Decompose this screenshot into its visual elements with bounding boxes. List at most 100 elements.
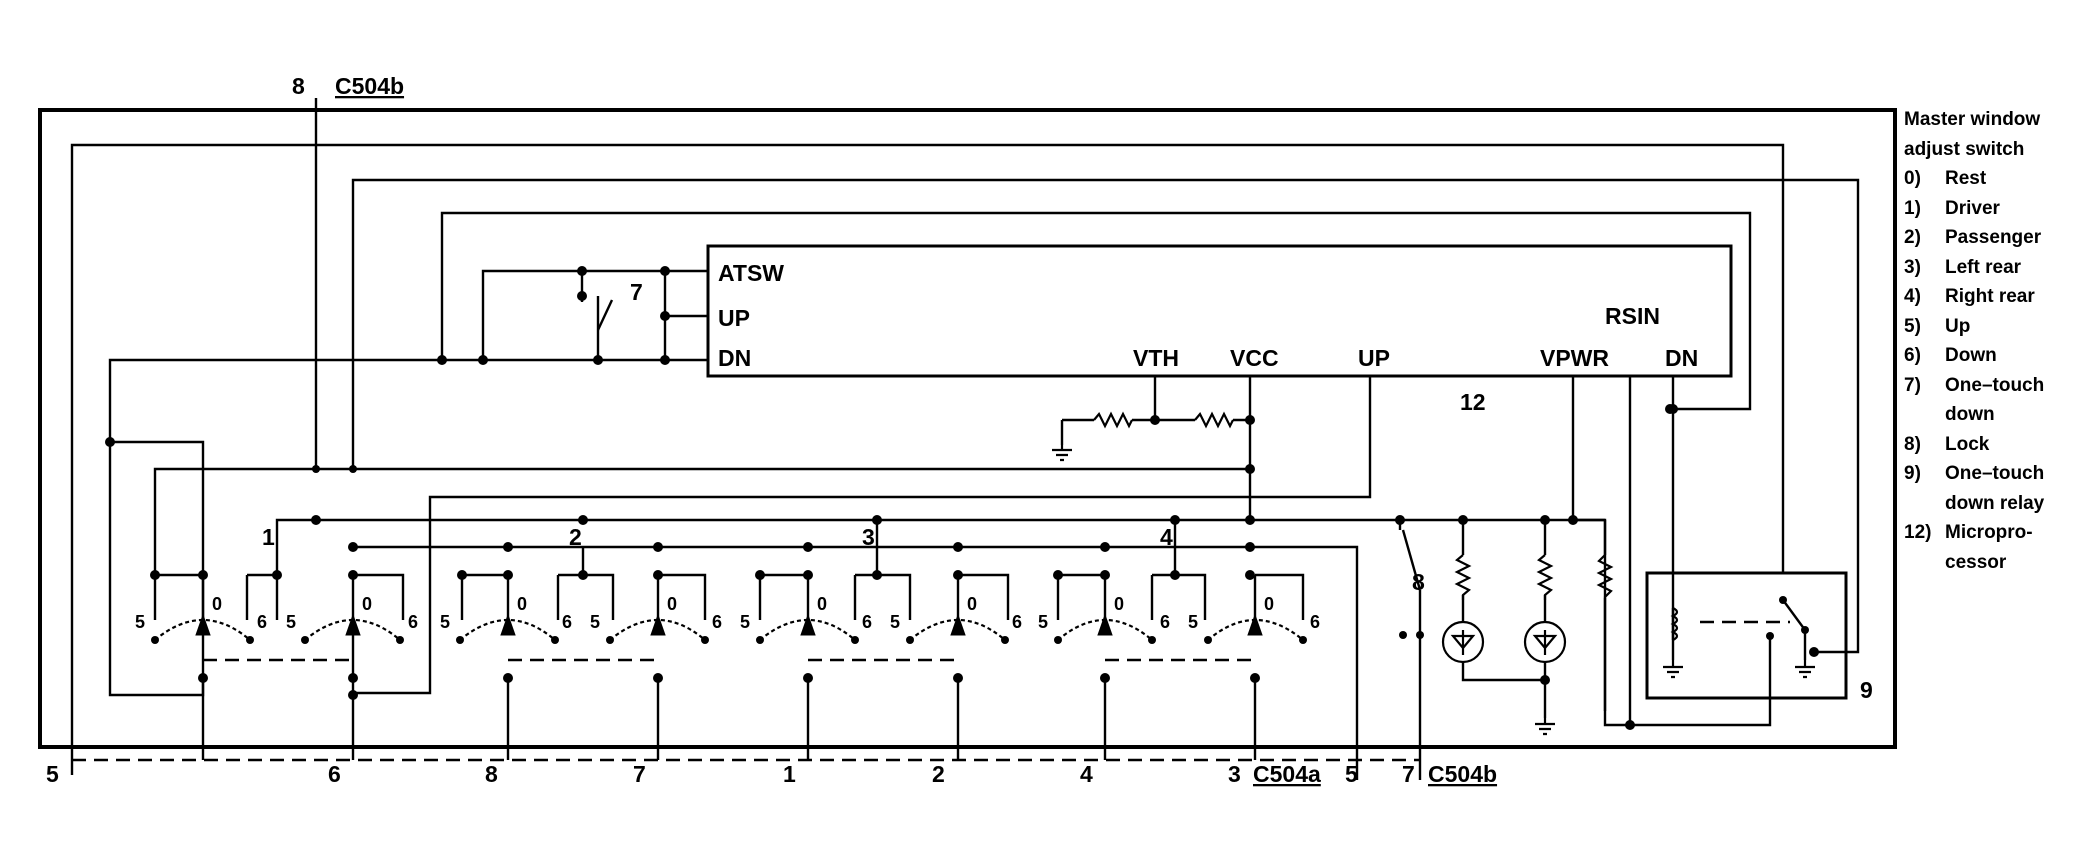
processor-number: 12 bbox=[1460, 389, 1486, 415]
legend-item: down relay bbox=[1904, 489, 2084, 519]
legend-item: 9) One–touch bbox=[1904, 459, 2084, 489]
switch-arcs bbox=[154, 619, 1304, 641]
switch-group-passenger bbox=[460, 573, 707, 760]
pos-down: 6 bbox=[1310, 612, 1320, 632]
bus-label-1: 1 bbox=[262, 524, 275, 550]
relay-box bbox=[1645, 571, 1848, 700]
pos-up: 5 bbox=[1038, 612, 1048, 632]
pin-atsw: ATSW bbox=[718, 260, 784, 286]
pos-rest: 0 bbox=[967, 594, 977, 614]
legend-num: 2) bbox=[1904, 227, 1921, 248]
pos-rest: 0 bbox=[817, 594, 827, 614]
legend-item: down bbox=[1904, 400, 2084, 430]
pos-rest: 0 bbox=[517, 594, 527, 614]
bottom-pin: 7 bbox=[633, 761, 646, 787]
led-1 bbox=[1441, 620, 1485, 664]
indicator-leds bbox=[1441, 620, 1567, 664]
legend-item: 2) Passenger bbox=[1904, 223, 2084, 253]
wires bbox=[38, 98, 1897, 780]
pos-down: 6 bbox=[1160, 612, 1170, 632]
switch-wipers bbox=[195, 613, 1263, 636]
pos-up: 5 bbox=[286, 612, 296, 632]
legend-item: 5)Up bbox=[1904, 312, 2084, 342]
legend-label: Right rear bbox=[1945, 286, 2035, 307]
bottom-pin: 8 bbox=[485, 761, 498, 787]
legend-num: 1) bbox=[1904, 197, 1921, 219]
bottom-connector-c504b: C504b bbox=[1428, 761, 1497, 787]
bottom-pin: 1 bbox=[783, 761, 796, 787]
pos-up: 5 bbox=[590, 612, 600, 632]
legend-label: Lock bbox=[1945, 433, 1990, 455]
legend-num: 8) bbox=[1904, 433, 1921, 455]
legend-num bbox=[1904, 548, 1945, 578]
legend-title-line2: adjust switch bbox=[1904, 138, 2025, 160]
legend-label: Left rear bbox=[1945, 256, 2022, 278]
legend-label: Rest bbox=[1945, 168, 1987, 189]
legend-num: 0) bbox=[1904, 168, 1921, 189]
legend-num: 5) bbox=[1904, 315, 1921, 337]
bottom-pin: 2 bbox=[932, 761, 945, 787]
pin-vpwr: VPWR bbox=[1540, 345, 1609, 371]
legend-label: Driver bbox=[1945, 197, 2000, 219]
legend: Master window adjust switch 0) Rest 1) Dri… bbox=[1904, 105, 2084, 577]
pin-dn-right: DN bbox=[1665, 345, 1698, 371]
legend-num: 4) bbox=[1904, 286, 1921, 307]
legend-title-line1: Master window bbox=[1904, 109, 2041, 130]
pin-up-left: UP bbox=[718, 305, 750, 331]
legend-num: 7) bbox=[1904, 374, 1921, 396]
pos-up: 5 bbox=[135, 612, 145, 632]
legend-num: 6) bbox=[1904, 345, 1921, 366]
pos-rest: 0 bbox=[212, 594, 222, 614]
pin-vcc: VCC bbox=[1230, 345, 1279, 371]
switch-housing bbox=[38, 108, 1897, 749]
pos-down: 6 bbox=[562, 612, 572, 632]
legend-item: 0) Rest bbox=[1904, 164, 2084, 194]
bottom-pin-labels: 5 6 8 7 1 2 4 3 5 7 C504a C504b bbox=[46, 761, 1497, 787]
switch-group-right-rear bbox=[1056, 573, 1305, 760]
top-connector-pin: 8 bbox=[292, 73, 305, 99]
legend-label: Passenger bbox=[1945, 227, 2042, 248]
legend-label: Micropro- bbox=[1945, 522, 2033, 543]
bus-label-4: 4 bbox=[1160, 524, 1173, 550]
bottom-pin: 6 bbox=[328, 761, 341, 787]
legend-label: down relay bbox=[1945, 492, 2045, 514]
resistors bbox=[1093, 411, 1679, 641]
pos-down: 6 bbox=[1012, 612, 1022, 632]
pos-rest: 0 bbox=[667, 594, 677, 614]
bottom-pin: 3 bbox=[1228, 761, 1241, 787]
pos-rest: 0 bbox=[362, 594, 372, 614]
legend-label: cessor bbox=[1945, 551, 2007, 573]
legend-num: 9) bbox=[1904, 463, 1921, 484]
bus-label-3: 3 bbox=[862, 524, 875, 550]
relay-label: 9 bbox=[1860, 677, 1873, 703]
legend-item: 1) Driver bbox=[1904, 194, 2084, 224]
pos-down: 6 bbox=[862, 612, 872, 632]
legend-item: 12) Micropro- bbox=[1904, 518, 2084, 548]
top-connector-name: C504b bbox=[335, 73, 404, 99]
pos-up: 5 bbox=[440, 612, 450, 632]
junction-dots bbox=[105, 266, 1819, 730]
pos-up: 5 bbox=[1188, 612, 1198, 632]
legend-num: 12) bbox=[1904, 522, 1932, 543]
pos-up: 5 bbox=[890, 612, 900, 632]
bottom-connector-c504a: C504a bbox=[1253, 761, 1321, 787]
bottom-pin: 5 bbox=[46, 761, 59, 787]
pos-down: 6 bbox=[408, 612, 418, 632]
legend-label: down bbox=[1945, 404, 1995, 425]
legend-num bbox=[1904, 400, 1945, 430]
bottom-pin: 5 bbox=[1345, 761, 1358, 787]
switch-position-labels: 5 0 6 5 0 6 5 0 6 5 0 6 5 0 6 5 0 6 5 0 … bbox=[135, 594, 1320, 632]
pin-vth: VTH bbox=[1133, 345, 1179, 371]
pos-rest: 0 bbox=[1264, 594, 1274, 614]
legend-label: One–touch bbox=[1945, 463, 2045, 484]
legend-item: 6)Down bbox=[1904, 341, 2084, 371]
legend-item: 8) Lock bbox=[1904, 430, 2084, 460]
pos-down: 6 bbox=[712, 612, 722, 632]
pin-dn-left: DN bbox=[718, 345, 751, 371]
ground-symbols bbox=[1052, 445, 1815, 736]
legend-num bbox=[1904, 489, 1945, 519]
pos-down: 6 bbox=[257, 612, 267, 632]
legend-item: cessor bbox=[1904, 548, 2084, 578]
legend-item: 4) Right rear bbox=[1904, 282, 2084, 312]
